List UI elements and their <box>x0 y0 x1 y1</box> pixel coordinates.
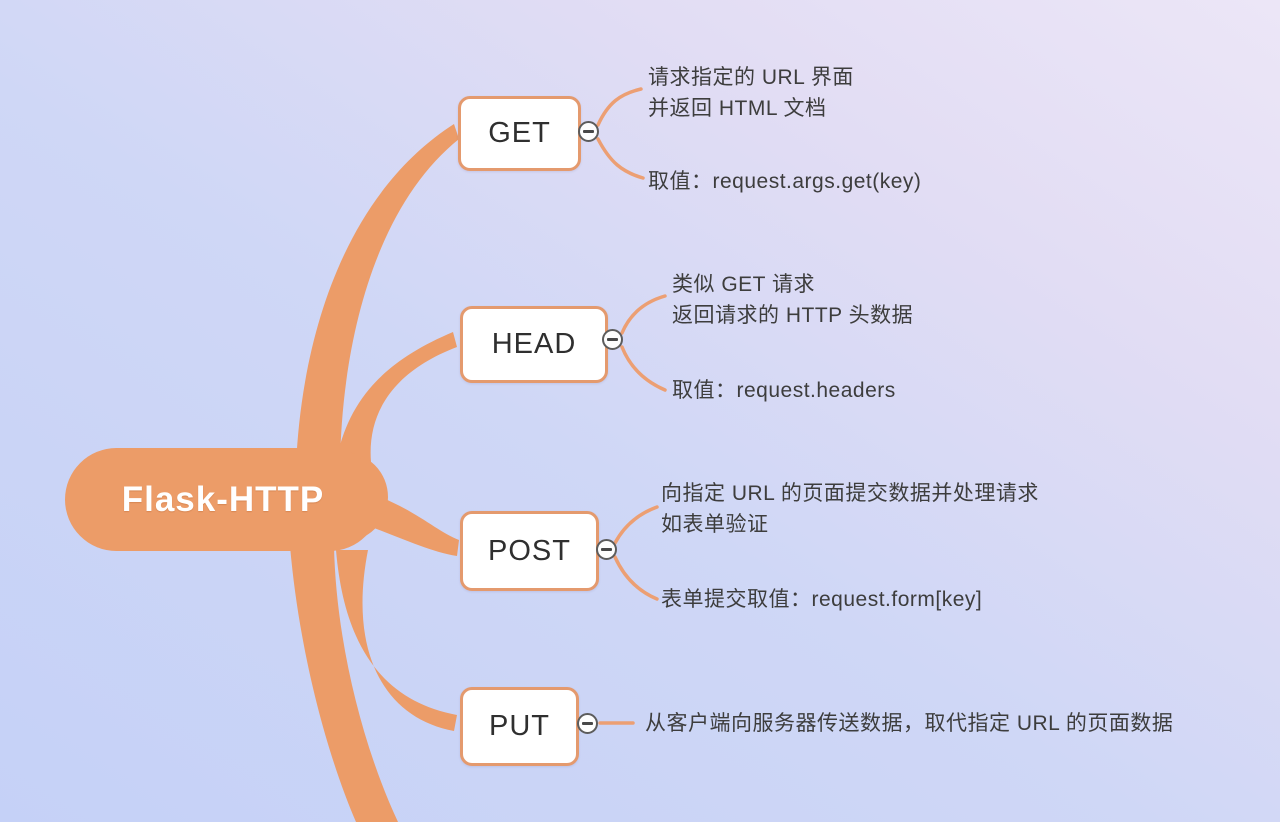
root-node[interactable]: Flask-HTTP <box>65 448 381 551</box>
child-topic-head-value[interactable]: 取值：request.headers <box>672 379 896 402</box>
collapse-button-put[interactable] <box>577 713 598 734</box>
root-node-label: Flask-HTTP <box>121 479 325 519</box>
collapse-button-post[interactable] <box>596 539 617 560</box>
collapse-button-get[interactable] <box>578 121 599 142</box>
branch-to-head <box>336 332 457 462</box>
topic-put-label: PUT <box>489 710 550 742</box>
child-topic-put-description[interactable]: 从客户端向服务器传送数据，取代指定 URL 的页面数据 <box>645 712 1174 735</box>
topic-post-label: POST <box>488 534 571 567</box>
child-topic-get-description[interactable]: 请求指定的 URL 界面 并返回 HTML 文档 <box>648 66 854 120</box>
connector-post-child-2 <box>613 555 659 601</box>
child-topic-post-description[interactable]: 向指定 URL 的页面提交数据并处理请求 如表单验证 <box>661 482 1039 536</box>
child-topic-head-description[interactable]: 类似 GET 请求 返回请求的 HTTP 头数据 <box>672 273 914 327</box>
branch-to-get <box>296 124 459 466</box>
branch-to-put <box>336 550 457 731</box>
topic-head[interactable]: HEAD <box>460 306 608 383</box>
child-topic-get-value[interactable]: 取值：request.args.get(key) <box>648 170 922 193</box>
branch-to-post <box>374 496 459 556</box>
topic-head-label: HEAD <box>491 328 577 360</box>
minus-icon <box>582 722 593 725</box>
branch-offscreen-bottom <box>290 546 398 822</box>
topic-post[interactable]: POST <box>460 511 599 591</box>
minus-icon <box>607 338 618 341</box>
topic-get[interactable]: GET <box>458 96 581 171</box>
collapse-button-head[interactable] <box>602 329 623 350</box>
connector-head-child-1 <box>620 294 667 335</box>
minus-icon <box>583 130 594 133</box>
minus-icon <box>601 548 612 551</box>
child-topic-post-value[interactable]: 表单提交取值：request.form[key] <box>661 588 983 611</box>
connector-get-child-1 <box>596 87 643 127</box>
connector-get-child-2 <box>596 137 645 180</box>
topic-put[interactable]: PUT <box>460 687 579 766</box>
topic-get-label: GET <box>488 117 551 149</box>
connector-post-child-1 <box>613 505 659 545</box>
connector-head-child-2 <box>620 345 667 392</box>
